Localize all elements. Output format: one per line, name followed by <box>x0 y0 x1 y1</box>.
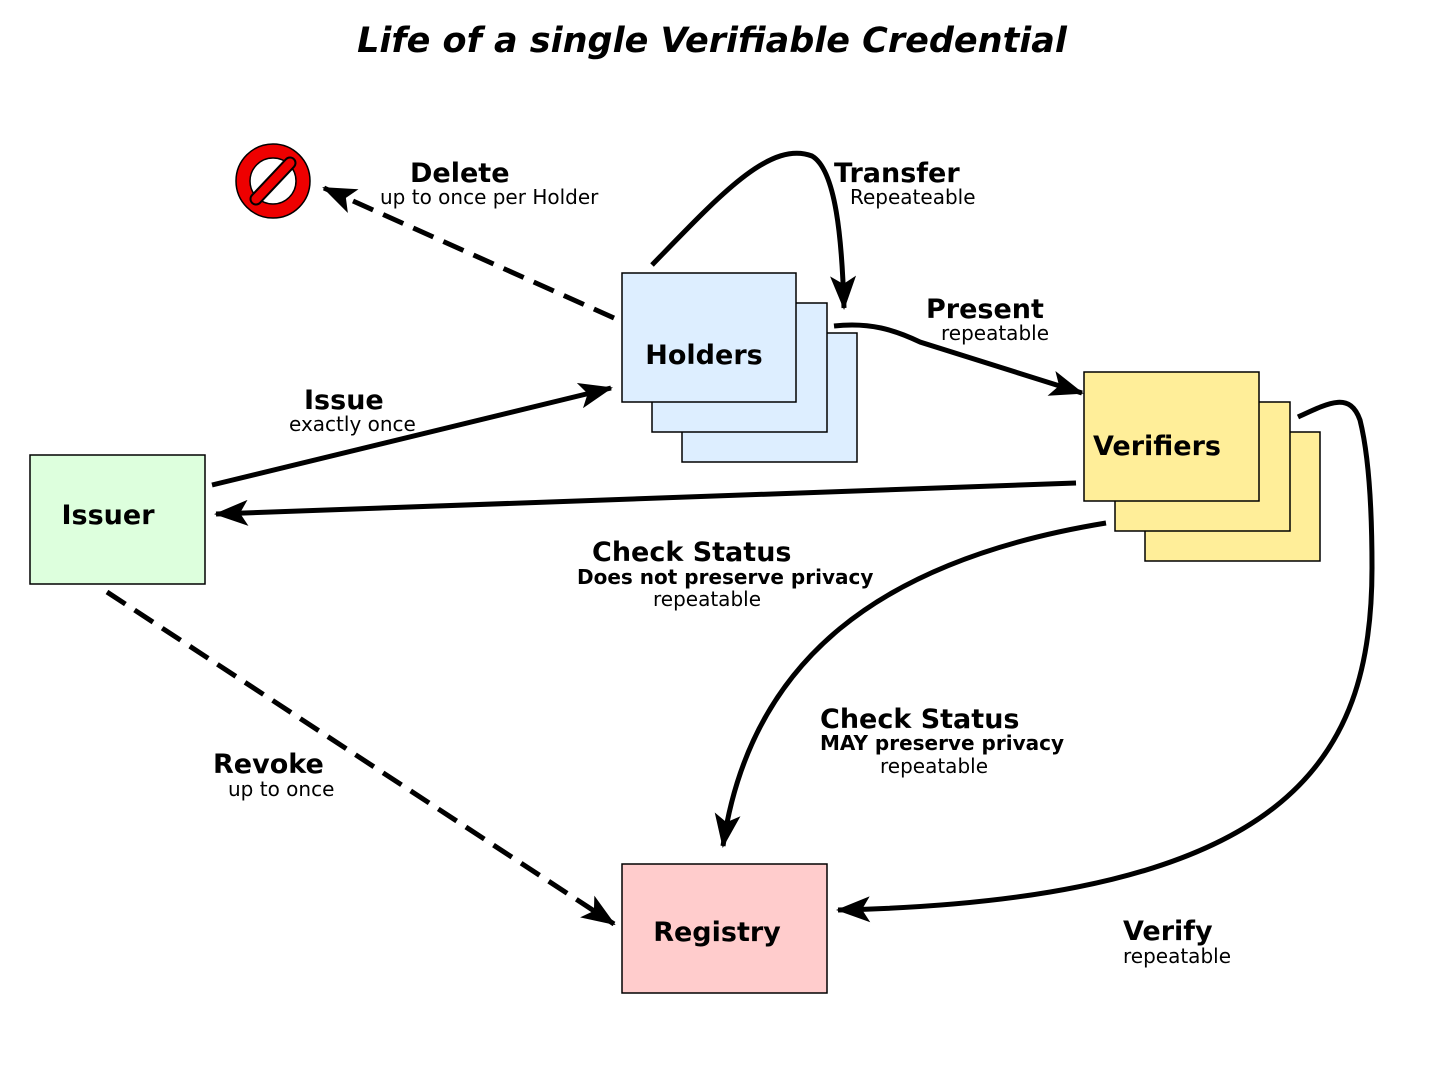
prohibited-icon <box>235 143 311 219</box>
revoke-sublabel: up to once <box>228 777 334 801</box>
check-status-issuer-arrow <box>214 480 1077 526</box>
verifiers-box-front <box>1083 371 1260 502</box>
revoke-arrow <box>105 589 616 927</box>
issue-arrow <box>211 382 613 488</box>
check-status-issuer-label: Check Status <box>592 537 791 568</box>
present-arrow <box>833 322 1084 396</box>
check-status-issuer-sublabel: repeatable <box>653 587 761 611</box>
check-status-registry-sublabel: repeatable <box>880 754 988 778</box>
issue-label: Issue <box>304 385 384 416</box>
check-status-issuer-note: Does not preserve privacy <box>577 565 873 589</box>
issuer-node: Issuer <box>29 454 206 585</box>
present-sublabel: repeatable <box>941 321 1049 345</box>
issue-sublabel: exactly once <box>289 412 416 436</box>
revoke-label: Revoke <box>213 749 324 780</box>
check-status-registry-label: Check Status <box>820 704 1019 735</box>
check-status-registry-edge-label: Check Status MAY preserve privacy repeat… <box>820 704 1064 778</box>
holders-box-front <box>621 272 797 403</box>
issuer-box <box>29 454 206 585</box>
registry-node: Registry <box>621 863 828 994</box>
holders-node: Holders <box>621 272 858 463</box>
registry-box <box>621 863 828 994</box>
check-status-registry-note: MAY preserve privacy <box>820 731 1064 755</box>
check-status-issuer-edge-label: Check Status Does not preserve privacy r… <box>577 537 873 611</box>
transfer-sublabel: Repeateable <box>850 185 976 209</box>
verify-edge-label: Verify repeatable <box>1123 916 1231 968</box>
diagram-title: Life of a single Verifiable Credential <box>357 21 1068 61</box>
issuer-label: Issuer <box>61 500 155 531</box>
verify-arrow <box>836 399 1375 923</box>
delete-sublabel: up to once per Holder <box>380 185 599 209</box>
transfer-arrow <box>650 150 857 310</box>
verifiers-label: Verifiers <box>1093 431 1221 462</box>
present-label: Present <box>926 294 1044 325</box>
transfer-edge-label: Transfer Repeateable <box>834 158 976 209</box>
revoke-edge-label: Revoke up to once <box>213 749 334 801</box>
registry-label: Registry <box>653 917 781 948</box>
check-status-registry-arrow <box>714 520 1107 848</box>
verify-label: Verify <box>1123 916 1213 947</box>
delete-edge-label: Delete up to once per Holder <box>380 158 599 209</box>
holders-label: Holders <box>645 340 762 371</box>
present-edge-label: Present repeatable <box>926 294 1049 345</box>
delete-label: Delete <box>410 158 510 189</box>
issue-edge-label: Issue exactly once <box>289 385 416 436</box>
verifiers-node: Verifiers <box>1083 371 1321 562</box>
delete-arrow <box>322 185 616 321</box>
transfer-label: Transfer <box>834 158 960 189</box>
verify-sublabel: repeatable <box>1123 944 1231 968</box>
